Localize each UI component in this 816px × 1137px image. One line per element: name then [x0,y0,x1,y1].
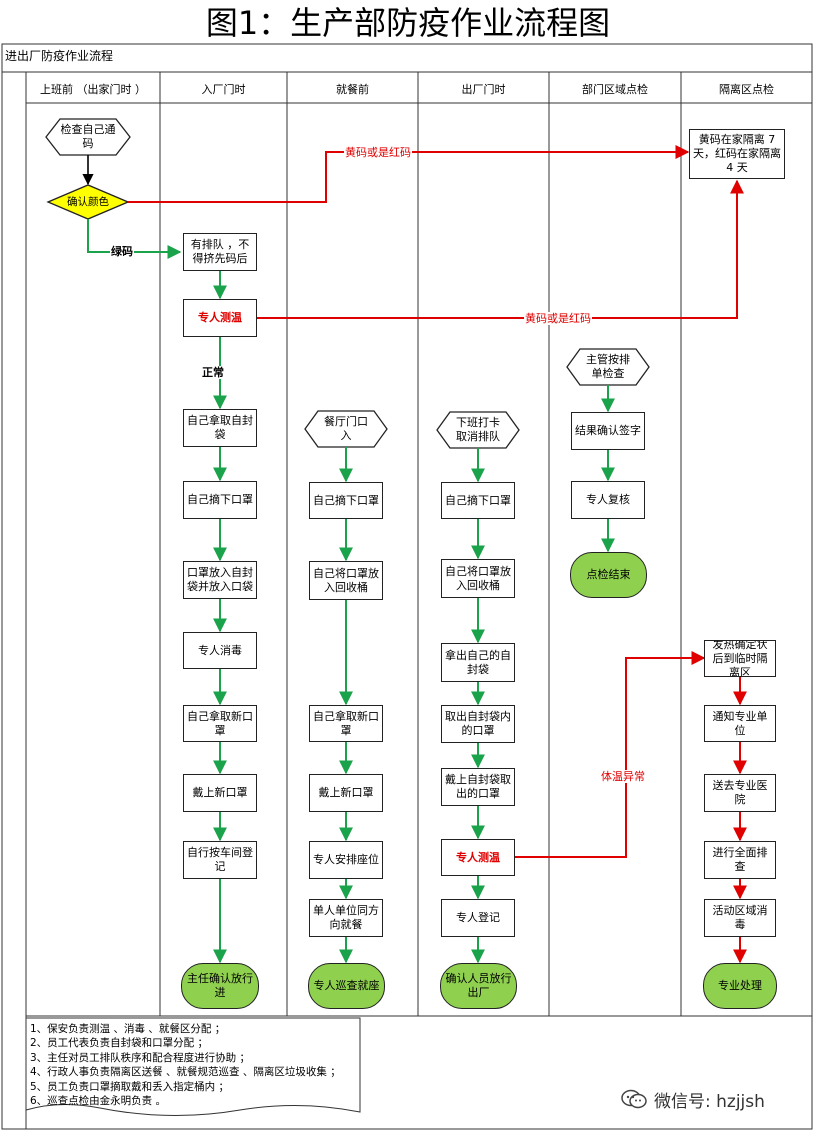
node-recheck: 专人复核 [571,481,645,519]
node-disinfect-area: 活动区域消毒 [704,899,776,937]
node-seat: 专人安排座位 [309,841,383,879]
node-wear2: 戴上新口罩 [309,774,383,812]
edge-label-yellow-red-1: 黄码或是红码 [344,146,412,159]
edge-label-green: 绿码 [110,245,134,258]
note-item: 5、员工负责口罩摘取戴和丢入指定桶内 ； [30,1080,230,1093]
lane-header-isolation: 隔离区点检 [719,83,774,96]
red-arrows [128,145,747,964]
notes-panel [25,1017,361,1116]
node-end4: 点检结束 [570,552,647,598]
wechat-icon [621,1089,647,1109]
edge-label-fever: 体温异常 [600,770,646,783]
watermark-text: 微信号: hzjjsh [654,1091,765,1112]
node-disinfect: 专人消毒 [183,632,257,669]
node-new-mask2: 自己拿取新口罩 [309,705,383,742]
hex-clock-out [436,411,520,449]
lane-header-dept-check: 部门区域点检 [582,83,648,96]
node-queue: 有排队 ，不得挤先码后 [183,233,257,271]
node-check-code: 检查自己通码 [60,123,116,150]
node-hospital: 送去专业医院 [704,774,776,812]
watermark: 微信号: hzjjsh [620,1086,806,1112]
notes-list: 1、保安负责测温 、消毒 、就餐区分配 ； 2、员工代表负责自封袋和口罩分配 ；… [30,1022,355,1108]
node-bag-take: 自己拿取自封袋 [183,409,257,447]
node-confirm-sign: 结果确认签字 [571,412,645,450]
lane-header-exit: 出厂门时 [461,83,506,96]
node-mask-bin3: 自己将口罩放入回收桶 [441,559,515,598]
node-clock-out: 下班打卡取消排队 [456,416,500,443]
node-temp3: 专人测温 [441,839,515,876]
lane-header-dining: 就餐前 [336,83,369,96]
note-item: 3、主任对员工排队秩序和配合程度进行协助 ； [30,1051,251,1064]
note-item: 4、行政人事负责隔离区送餐 、就餐规范巡查 、隔离区垃圾收集 ； [30,1066,341,1079]
node-new-mask1: 自己拿取新口罩 [183,705,257,742]
node-fever-iso: 发热确定状后到临时隔离区 [704,640,776,677]
node-take-bag: 拿出自己的自封袋 [441,643,515,682]
node-screening: 进行全面排查 [704,841,776,879]
node-end3: 确认人员放行出厂 [440,963,517,1009]
edge-label-normal: 正常 [201,366,225,379]
node-dine: 单人单位同方向就餐 [309,899,383,937]
frame [1,43,813,1130]
node-mask-off2: 自己摘下口罩 [309,482,383,519]
node-mask-off3: 自己摘下口罩 [441,482,515,519]
node-wear1: 戴上新口罩 [183,774,257,812]
note-item: 1、保安负责测温 、消毒 、就餐区分配 ； [30,1023,226,1035]
node-supervisor: 主管按排单检查 [586,353,630,380]
node-confirm-color: 确认颜色 [67,196,109,208]
hex-check-code [45,118,131,156]
node-mask-in-bag: 口罩放入自封袋并放入口袋 [183,561,257,599]
note-item: 6、巡查点检由金永明负责 。 [30,1095,167,1108]
node-canteen-in: 餐厅门口入 [324,415,368,442]
hex-canteen-in [304,410,388,448]
node-mask-from-bag: 取出自封袋内的口罩 [441,705,515,743]
node-register: 自行按车间登记 [183,841,257,879]
node-temp1: 专人测温 [183,299,257,337]
node-log3: 专人登记 [441,899,515,937]
green-arrows [87,219,615,964]
node-mask-off1: 自己摘下口罩 [183,481,257,519]
lane-header-before-work: 上班前 （出家门时 ） [40,83,146,96]
node-notify: 通知专业单位 [704,705,776,742]
node-end1: 主任确认放行进 [181,963,259,1009]
page-title: 图1：生产部防疫作业流程图 [205,4,611,42]
node-quarantine: 黄码在家隔离 7天，红码在家隔离4 天 [689,129,785,179]
node-wear3: 戴上自封袋取出的口罩 [441,768,515,806]
note-item: 2、员工代表负责自封袋和口罩分配 ； [30,1037,209,1050]
node-mask-bin2: 自己将口罩放入回收桶 [309,561,383,600]
edge-label-yellow-red-2: 黄码或是红码 [524,312,592,325]
node-end2: 专人巡查就座 [308,963,385,1009]
hex-supervisor [566,348,650,386]
node-end6: 专业处理 [703,963,777,1009]
lane-header-entry: 入厂门时 [201,83,246,96]
section-title: 进出厂防疫作业流程 [4,49,115,63]
